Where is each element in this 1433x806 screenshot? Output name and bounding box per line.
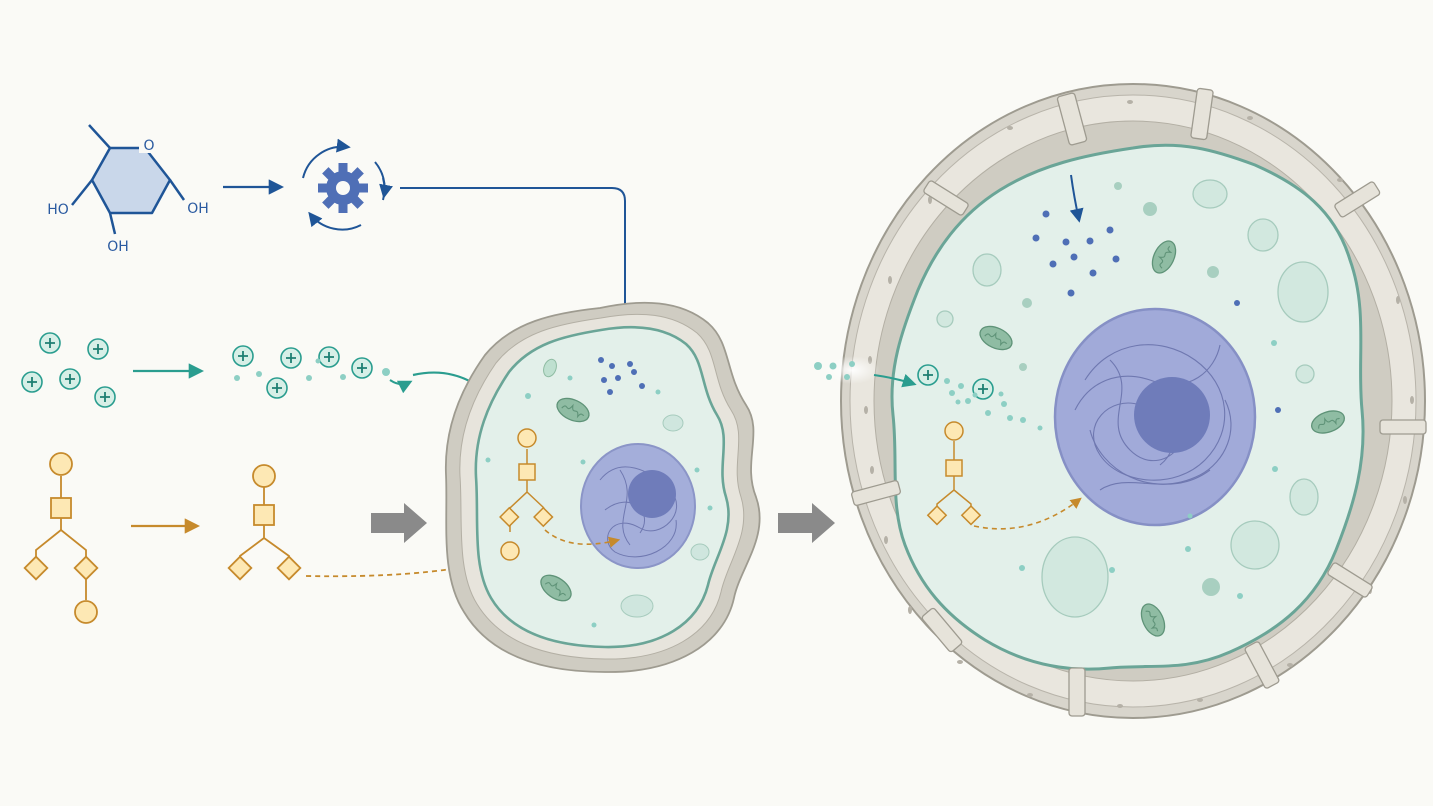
gear-icon [318, 163, 368, 213]
plus-ion-icon [59, 368, 81, 390]
ring-oxygen-label: O [143, 138, 154, 154]
plus-ion-icon [87, 338, 109, 360]
plus-ion-icon [21, 371, 43, 393]
plus-ion-icon [94, 386, 116, 408]
plus-ion-icon [39, 332, 61, 354]
glycan-to-cell-arrow [305, 559, 485, 578]
nucleus [580, 443, 696, 569]
gear-cycle-icon [302, 138, 393, 231]
large-cell [814, 83, 1427, 719]
glycan-tree-icon [23, 452, 99, 624]
stage-arrow-2 [778, 503, 835, 543]
hydroxyl-left-label: HO [47, 202, 69, 218]
nucleolus [628, 470, 676, 518]
stage-arrow-1 [371, 503, 427, 543]
ion-stream [232, 345, 413, 399]
ion-uptake-group [917, 364, 1043, 431]
hydroxyl-bottom-label: OH [107, 239, 129, 255]
metabolism-to-cell-arrow [400, 187, 632, 363]
small-cell [444, 301, 761, 673]
nucleolus [1134, 377, 1210, 453]
hydroxyl-right-label: OH [187, 201, 209, 217]
ion-cluster [21, 332, 116, 408]
glycan-tree-icon [227, 464, 302, 581]
sugar-molecule: O HO OH OH [47, 124, 209, 255]
hexose-ring-icon [90, 146, 172, 215]
